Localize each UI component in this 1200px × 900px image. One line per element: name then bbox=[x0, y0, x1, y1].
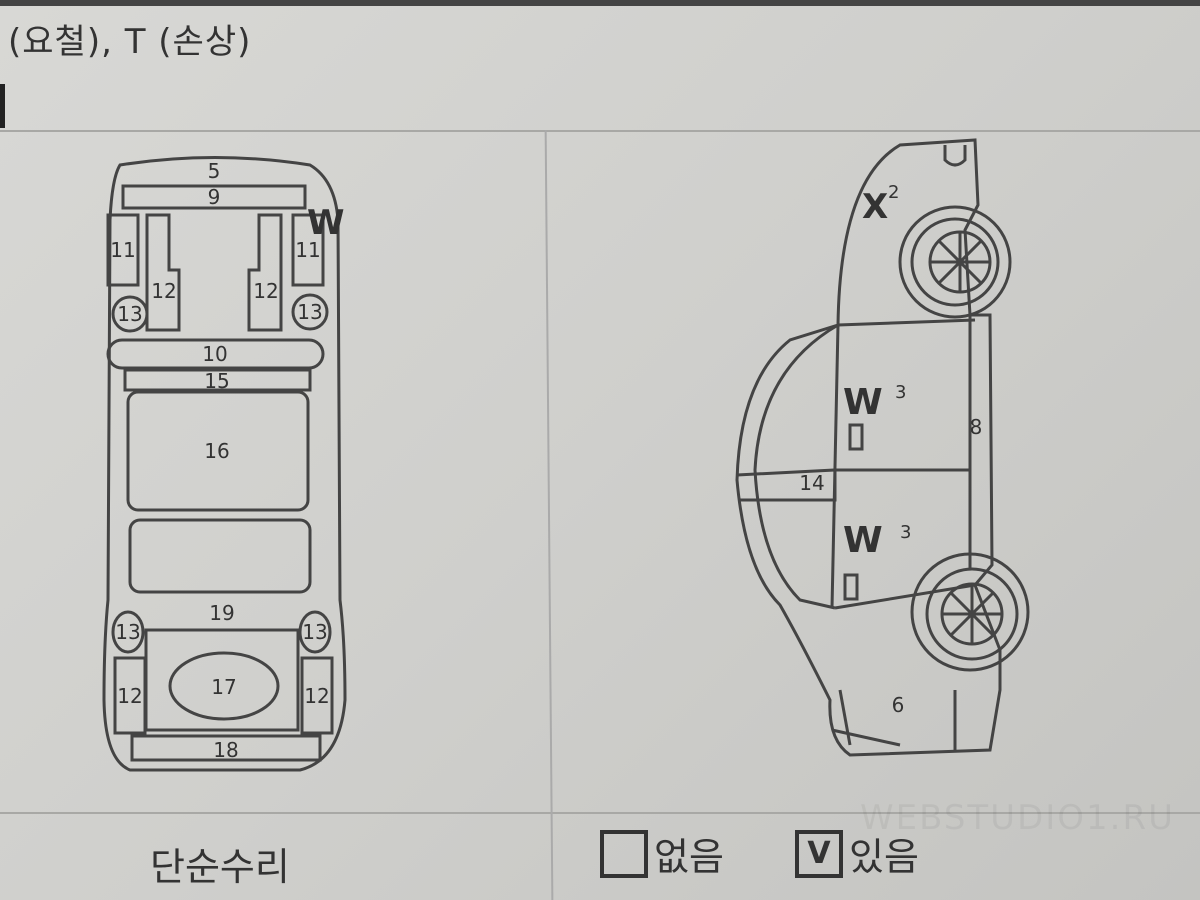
damage-mark-w-rear-door-count: 3 bbox=[900, 522, 911, 543]
checkbox-none[interactable] bbox=[600, 829, 648, 878]
watermark: WEBSTUDIO1.RU bbox=[860, 798, 1175, 838]
row-divider-top bbox=[0, 130, 1200, 132]
part-label-12-right: 12 bbox=[253, 279, 278, 303]
option-none[interactable]: 없음 bbox=[600, 826, 724, 881]
side-view-diagram bbox=[735, 138, 1030, 757]
damage-mark-x: X bbox=[862, 187, 888, 227]
part-label-12-left: 12 bbox=[151, 279, 176, 303]
part-label-13-fl: 13 bbox=[117, 302, 142, 326]
part-label-13-rr: 13 bbox=[302, 620, 327, 644]
part-label-13-rl: 13 bbox=[115, 620, 140, 644]
part-label-13-fr: 13 bbox=[297, 300, 322, 324]
top-border bbox=[0, 0, 1200, 6]
damage-mark-w-front-door: W bbox=[843, 382, 883, 423]
option-yes-label: 있음 bbox=[849, 835, 919, 879]
part-label-12-rr: 12 bbox=[304, 684, 329, 708]
part-label-11-left: 11 bbox=[110, 238, 135, 262]
bottom-view-diagram bbox=[102, 156, 347, 772]
part-label-19: 19 bbox=[209, 601, 234, 625]
part-label-8: 8 bbox=[970, 415, 983, 439]
part-label-11-right: 11 bbox=[295, 238, 320, 262]
damage-mark-w-rear-door: W bbox=[843, 520, 883, 561]
option-none-label: 없음 bbox=[654, 835, 724, 879]
simple-repair-label: 단순수리 bbox=[150, 845, 290, 889]
part-label-18: 18 bbox=[213, 738, 238, 762]
checkbox-yes[interactable]: V bbox=[795, 829, 843, 878]
part-label-12-rl: 12 bbox=[117, 684, 142, 708]
bottom-view-labels: 5 9 11 11 12 12 13 13 10 15 16 19 13 13 … bbox=[110, 159, 344, 762]
part-label-17: 17 bbox=[211, 675, 236, 699]
damage-mark-w-front-door-count: 3 bbox=[895, 382, 906, 403]
damage-mark-x-count: 2 bbox=[888, 182, 899, 203]
part-label-6: 6 bbox=[892, 693, 905, 717]
part-label-16: 16 bbox=[204, 439, 229, 463]
part-label-14: 14 bbox=[799, 471, 824, 495]
left-edge-mark bbox=[0, 84, 5, 128]
part-label-10: 10 bbox=[202, 342, 227, 366]
part-label-15: 15 bbox=[204, 369, 229, 393]
damage-mark-w: W bbox=[307, 203, 345, 243]
part-label-5: 5 bbox=[208, 159, 221, 183]
side-view-labels: 8 14 6 X 2 W 3 W 3 bbox=[799, 182, 982, 717]
legend-text: (요철), T (손상) bbox=[8, 22, 252, 62]
option-yes[interactable]: V 있음 bbox=[795, 826, 919, 881]
row-divider-bottom bbox=[0, 812, 1200, 814]
part-label-9: 9 bbox=[208, 185, 221, 209]
